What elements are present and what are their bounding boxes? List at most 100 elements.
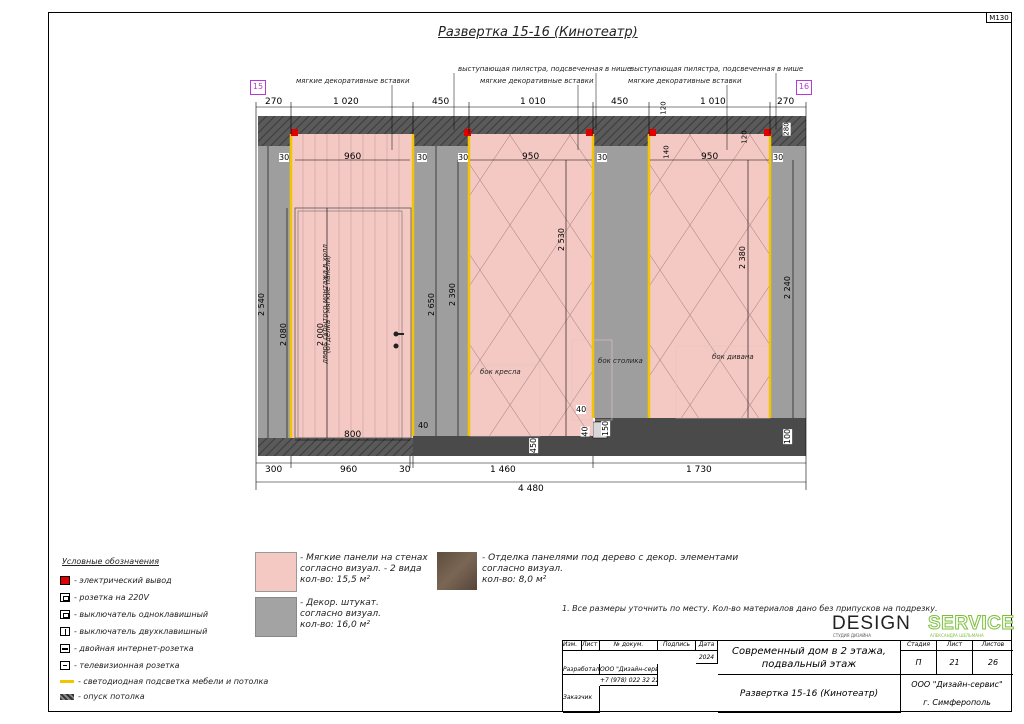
sheet-code: М130	[986, 12, 1012, 23]
dim-vertical: 2 530	[556, 228, 566, 251]
stamp-header: Лист	[937, 641, 973, 651]
dim-bottom: 1 460	[490, 465, 516, 475]
dim-bottom: 1 730	[686, 465, 712, 475]
dim-vertical: 40	[576, 405, 587, 414]
dim-top: 450	[611, 97, 629, 107]
stamp-header: Стадия	[901, 641, 937, 651]
outlet-icon	[60, 576, 70, 585]
dim-top: 450	[432, 97, 450, 107]
legend-item: - телевизионная розетка	[60, 661, 180, 670]
dim-vertical: 2 080	[278, 323, 288, 346]
door-width: 800	[344, 430, 362, 440]
dim-top: 270	[777, 97, 795, 107]
switch-double-icon	[60, 627, 70, 636]
elevation-marker-left: 15	[250, 80, 266, 95]
door-label: (отделка - мягкие панели)	[324, 254, 333, 354]
dim-total: 4 480	[518, 484, 544, 494]
dim-inner: 950	[701, 152, 719, 162]
logo-design: DESIGN	[832, 613, 911, 634]
socket-icon	[60, 593, 70, 602]
dim-inner: 960	[344, 152, 362, 162]
dim-vertical: 150	[601, 420, 611, 437]
table-side-label: бок столика	[598, 357, 643, 365]
dim-vertical: 2 380	[737, 246, 747, 269]
legend-item: - розетка на 220V	[60, 593, 149, 602]
material-plaster-text: - Декор. штукат.согласно визуал.кол-во: …	[300, 598, 382, 630]
stamp-dev-role: Разработал	[563, 664, 600, 675]
callout-pilaster: выступающая пилястра, подсвеченная в ниш…	[458, 65, 632, 73]
legend-item: - выключатель двухклавишный	[60, 627, 207, 636]
stamp-header: Дата	[696, 641, 718, 651]
dim-inner: 120	[659, 101, 668, 115]
stamp-stage: П	[901, 651, 937, 675]
legend-item: - опуск потолка	[60, 692, 145, 701]
outlet	[464, 129, 471, 136]
dim-bottom: 960	[340, 465, 358, 475]
stamp-header: Изм.	[563, 641, 582, 651]
material-plaster-swatch	[255, 597, 297, 637]
drawing-title: Развертка 15-16 (Кинотеатр)	[438, 25, 638, 40]
plaster-col-2	[413, 146, 469, 436]
logo-sub: АЛЕКСАНДРА ШЕЛЬМАНА	[930, 633, 984, 638]
dim-vertical: 40	[580, 426, 590, 437]
callout-soft-inserts: мягкие декоративные вставки	[480, 77, 594, 85]
legend-item: - светодиодная подсветка мебели и потолк…	[60, 677, 268, 686]
dim-vertical: 450	[529, 437, 539, 454]
dim-inner: 950	[522, 152, 540, 162]
material-wood-swatch	[437, 552, 477, 590]
door-h40: 40	[418, 421, 429, 430]
sofa-side-label: бок дивана	[712, 353, 754, 361]
drawing-sheet	[48, 12, 1012, 712]
material-wood-text: - Отделка панелями под дерево с декор. э…	[482, 553, 739, 585]
stamp-sheets: 26	[973, 651, 1013, 675]
dim-vertical: 2 240	[782, 276, 792, 299]
chair-side-label: бок кресла	[480, 368, 521, 376]
dim-inner: 30	[458, 153, 469, 162]
stamp-org: ООО "Дизайн-сервис"	[911, 680, 1003, 689]
dim-bottom: 300	[265, 465, 283, 475]
dim-vertical: 2 390	[447, 283, 457, 306]
dim-vertical: 2 650	[426, 293, 436, 316]
dim-top: 1 010	[700, 97, 726, 107]
callout-pilaster: выступающая пилястра, подсвеченная в ниш…	[630, 65, 804, 73]
podium	[595, 418, 806, 456]
tv-socket-icon	[60, 661, 70, 670]
plaster-col-3	[593, 146, 649, 418]
dim-top: 1 010	[520, 97, 546, 107]
legend-item: - электрический вывод	[60, 576, 172, 585]
stamp-header: Листов	[973, 641, 1013, 651]
general-note: 1. Все размеры уточнить по месту. Кол-во…	[562, 604, 938, 613]
stamp-year: 2024	[696, 651, 718, 664]
dim-inner: 30	[773, 153, 784, 162]
ceiling-drop-icon	[60, 693, 74, 700]
dim-vertical: 2 540	[256, 293, 266, 316]
legend-item: - двойная интернет-розетка	[60, 644, 194, 653]
plaster-right	[770, 146, 806, 418]
elevation-marker-right: 16	[796, 80, 812, 95]
callout-soft-inserts: мягкие декоративные вставки	[628, 77, 742, 85]
dim-inner: 30	[597, 153, 608, 162]
outlet	[291, 129, 298, 136]
stamp-project: Современный дом в 2 этажа, подвальный эт…	[718, 641, 901, 675]
outlet	[649, 129, 656, 136]
stamp-dev-name: ООО "Дизайн-сервис"	[600, 664, 658, 675]
stamp-client-role: Заказчик	[563, 686, 600, 713]
dim-inner: 140	[662, 145, 671, 159]
dim-inner: 30	[279, 153, 290, 162]
dim-bottom: 30	[399, 465, 411, 475]
dim-vertical: 100	[783, 428, 793, 445]
outlet	[586, 129, 593, 136]
stamp-sheet: 21	[937, 651, 973, 675]
stamp-header: Лист	[582, 641, 600, 651]
stamp-header: Подпись	[658, 641, 696, 651]
material-soft-swatch	[255, 552, 297, 592]
led-strip-icon	[60, 680, 74, 683]
legend-item: - выключатель одноклавишный	[60, 610, 208, 619]
dim-inner: 280	[782, 122, 791, 136]
legend-title: Условные обозначения	[62, 557, 160, 566]
stamp-header: № докум.	[600, 641, 658, 651]
switch-single-icon	[60, 610, 70, 619]
logo-service: SERVICE	[928, 613, 1015, 635]
